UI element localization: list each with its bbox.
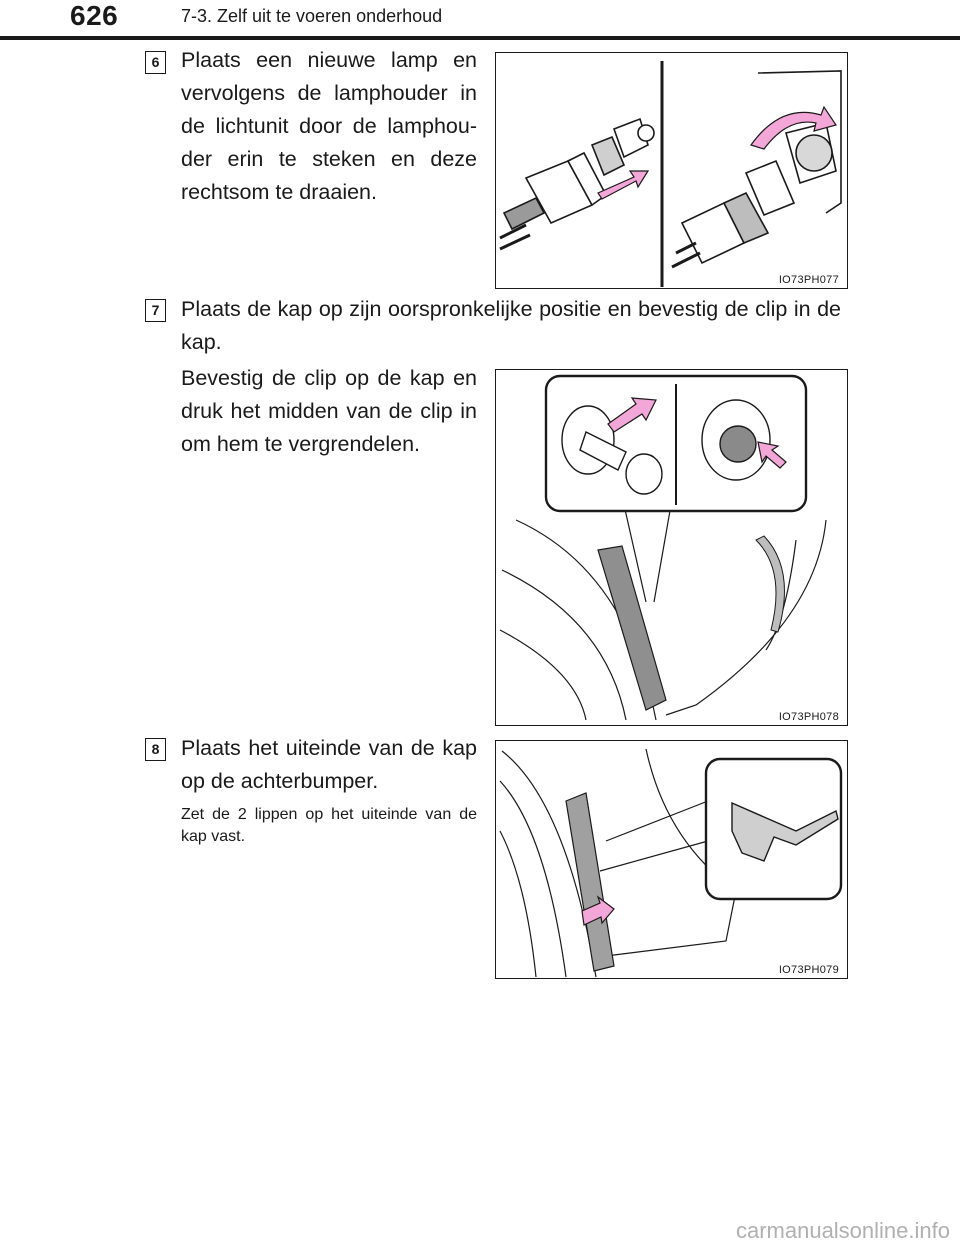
figure-step-6: IO73PH077: [495, 52, 848, 289]
step-6-badge: 6: [145, 51, 166, 74]
watermark: carmanualsonline.info: [735, 1218, 950, 1243]
step-8-note: Zet de 2 lippen op het uiteinde van de k…: [181, 806, 477, 845]
section-title: 7-3. Zelf uit te voeren onderhoud: [181, 6, 443, 26]
figure-step-8: IO73PH079: [495, 740, 848, 979]
step-7-badge: 7: [145, 299, 166, 322]
page-number: 626: [70, 0, 119, 31]
step-7-subtext: Bevestig de clip op de kap en druk het m…: [181, 366, 477, 456]
figure-code: IO73PH079: [778, 964, 839, 976]
cover-end-illustration: [499, 748, 843, 978]
header-rule: [0, 36, 960, 40]
step-8-text: Plaats het uiteinde van de kap op de ach…: [181, 736, 477, 793]
step-6-text: Plaats een nieuwe lamp en vervolgens de …: [181, 48, 477, 204]
clip-installation-illustration: [499, 374, 827, 721]
figure-code: IO73PH077: [778, 274, 839, 286]
figure-step-7: IO73PH078: [495, 369, 848, 726]
step-7-text: Plaats de kap op zijn oorspronkelijke po…: [181, 297, 841, 354]
step-8-badge: 8: [145, 738, 166, 761]
lamp-replacement-illustration: [499, 61, 842, 287]
figure-code: IO73PH078: [778, 711, 839, 723]
